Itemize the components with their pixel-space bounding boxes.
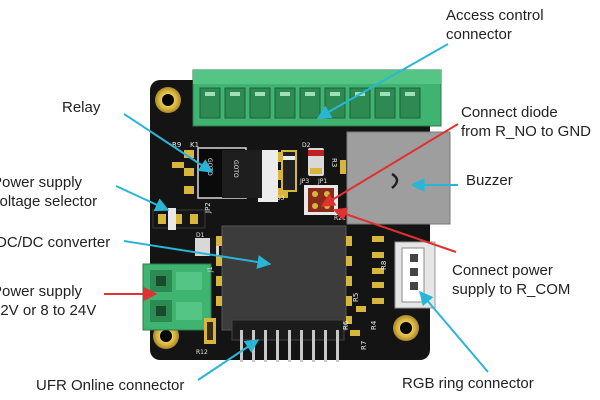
label-dcdc: DC/DC converter bbox=[0, 234, 111, 251]
dcdc-converter-module bbox=[216, 225, 352, 331]
relay-pad-3 bbox=[184, 186, 194, 194]
diode-d1 bbox=[195, 238, 219, 256]
mounting-hole-top-left bbox=[155, 87, 181, 113]
label-power-supply: Power supply 12V or 8 to 24V bbox=[0, 282, 96, 320]
silk-d1: D1 bbox=[196, 232, 205, 239]
label-power-selector: Power supply voltage selector bbox=[0, 173, 97, 211]
label-access-control-line1: Access control bbox=[446, 7, 544, 24]
silk-r12: R12 bbox=[196, 349, 208, 356]
power-supply-terminal bbox=[142, 263, 212, 331]
arrow-access-control bbox=[316, 43, 449, 119]
relay-pad-2 bbox=[184, 168, 194, 176]
silk-r7: R7 bbox=[360, 341, 368, 350]
arrow-rgb-ring bbox=[419, 290, 489, 373]
silk-r3: R3 bbox=[330, 158, 338, 167]
diode-d3 bbox=[281, 150, 297, 192]
rgb-ring-connector bbox=[394, 241, 436, 309]
arrow-power-selector bbox=[115, 185, 170, 212]
label-buzzer: Buzzer bbox=[466, 172, 513, 189]
svg-text:GOTO: GOTO bbox=[232, 160, 239, 178]
label-access-control: Access control connector bbox=[446, 6, 544, 44]
label-connect-diode-line1: Connect diode bbox=[461, 104, 558, 121]
label-relay: Relay bbox=[62, 99, 101, 116]
silk-k1: K1 bbox=[190, 141, 199, 149]
label-power-selector-line2: voltage selector bbox=[0, 193, 98, 210]
smd-components bbox=[172, 160, 384, 336]
arrow-connect-power bbox=[332, 207, 457, 253]
silk-jp3: JP3 bbox=[299, 178, 309, 185]
silk-r4: R4 bbox=[370, 320, 378, 330]
label-power-supply-line2: 12V or 8 to 24V bbox=[0, 302, 97, 319]
silk-r6: R6 bbox=[342, 320, 350, 330]
silk-j1: J1 bbox=[207, 266, 214, 273]
silk-r21: R21 bbox=[334, 215, 346, 222]
mounting-hole-bottom-right bbox=[393, 315, 419, 341]
label-access-control-line2: connector bbox=[446, 26, 512, 43]
relay-pad-1 bbox=[184, 150, 194, 158]
arrow-connect-diode bbox=[320, 123, 459, 207]
label-connect-power-line2: supply to R_COM bbox=[452, 281, 571, 298]
label-connect-diode-line2: from R_NO to GND bbox=[461, 123, 592, 140]
arrow-relay bbox=[123, 113, 214, 173]
svg-text:GOTO: GOTO bbox=[206, 158, 213, 176]
silk-jp1: JP1 bbox=[317, 178, 327, 185]
silk-r9: R9 bbox=[172, 141, 181, 149]
label-connect-diode: Connect diode from R_NO to GND bbox=[461, 103, 591, 141]
voltage-selector-jumper bbox=[152, 208, 206, 230]
silk-r5: R5 bbox=[352, 293, 360, 302]
resistor-r12 bbox=[204, 318, 216, 344]
label-connect-power: Connect power supply to R_COM bbox=[452, 261, 570, 299]
label-rgb-ring: RGB ring connector bbox=[402, 375, 534, 392]
ic-regulator: GOTO bbox=[222, 150, 288, 202]
silk-d3: D3 bbox=[276, 195, 285, 202]
silk-jp2: JP2 bbox=[204, 202, 212, 214]
access-control-terminal-block bbox=[192, 69, 442, 127]
label-power-selector-line1: Power supply bbox=[0, 174, 83, 191]
buzzer bbox=[346, 131, 451, 225]
silk-d2: D2 bbox=[302, 142, 311, 149]
label-connect-power-line1: Connect power bbox=[452, 262, 553, 279]
label-ufr-online: UFR Online connector bbox=[36, 377, 185, 394]
arrow-ufr-online bbox=[197, 339, 260, 381]
label-power-supply-line1: Power supply bbox=[0, 283, 83, 300]
silk-r8: R8 bbox=[380, 261, 388, 270]
arrow-dcdc bbox=[123, 240, 272, 269]
